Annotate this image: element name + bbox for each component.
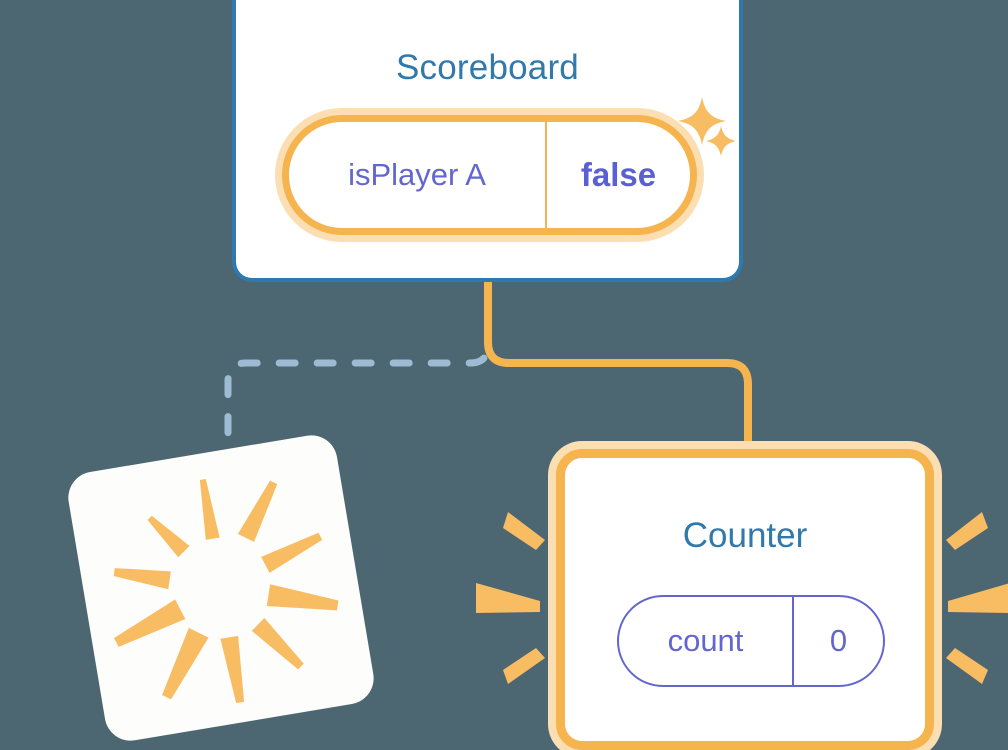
ray-right-middle (948, 583, 1008, 613)
blank-card[interactable] (64, 431, 378, 745)
counter-state-key: count (619, 597, 794, 685)
counter-state-value: 0 (829, 623, 848, 658)
scoreboard-state-key: isPlayer A (289, 122, 547, 228)
sparkle-large-icon (678, 97, 726, 145)
ray-right-lower (946, 648, 988, 684)
scoreboard-state-pill[interactable]: isPlayer A false (282, 115, 697, 235)
counter-state-pill[interactable]: count 0 (617, 595, 885, 687)
counter-title: Counter (682, 516, 808, 555)
connector-solid-to-counter (484, 276, 752, 464)
scoreboard-title: Scoreboard (396, 48, 579, 87)
scoreboard-state-value: false (580, 156, 657, 193)
scoreboard-card[interactable]: Scoreboard isPlayer A false (232, 0, 743, 282)
ray-left-upper (503, 512, 545, 550)
ray-left-middle (476, 583, 540, 613)
ray-left-lower (503, 648, 545, 684)
ray-right-upper (946, 512, 988, 550)
counter-card[interactable]: Counter count 0 (556, 449, 934, 750)
sparkle-small-icon (706, 126, 736, 156)
